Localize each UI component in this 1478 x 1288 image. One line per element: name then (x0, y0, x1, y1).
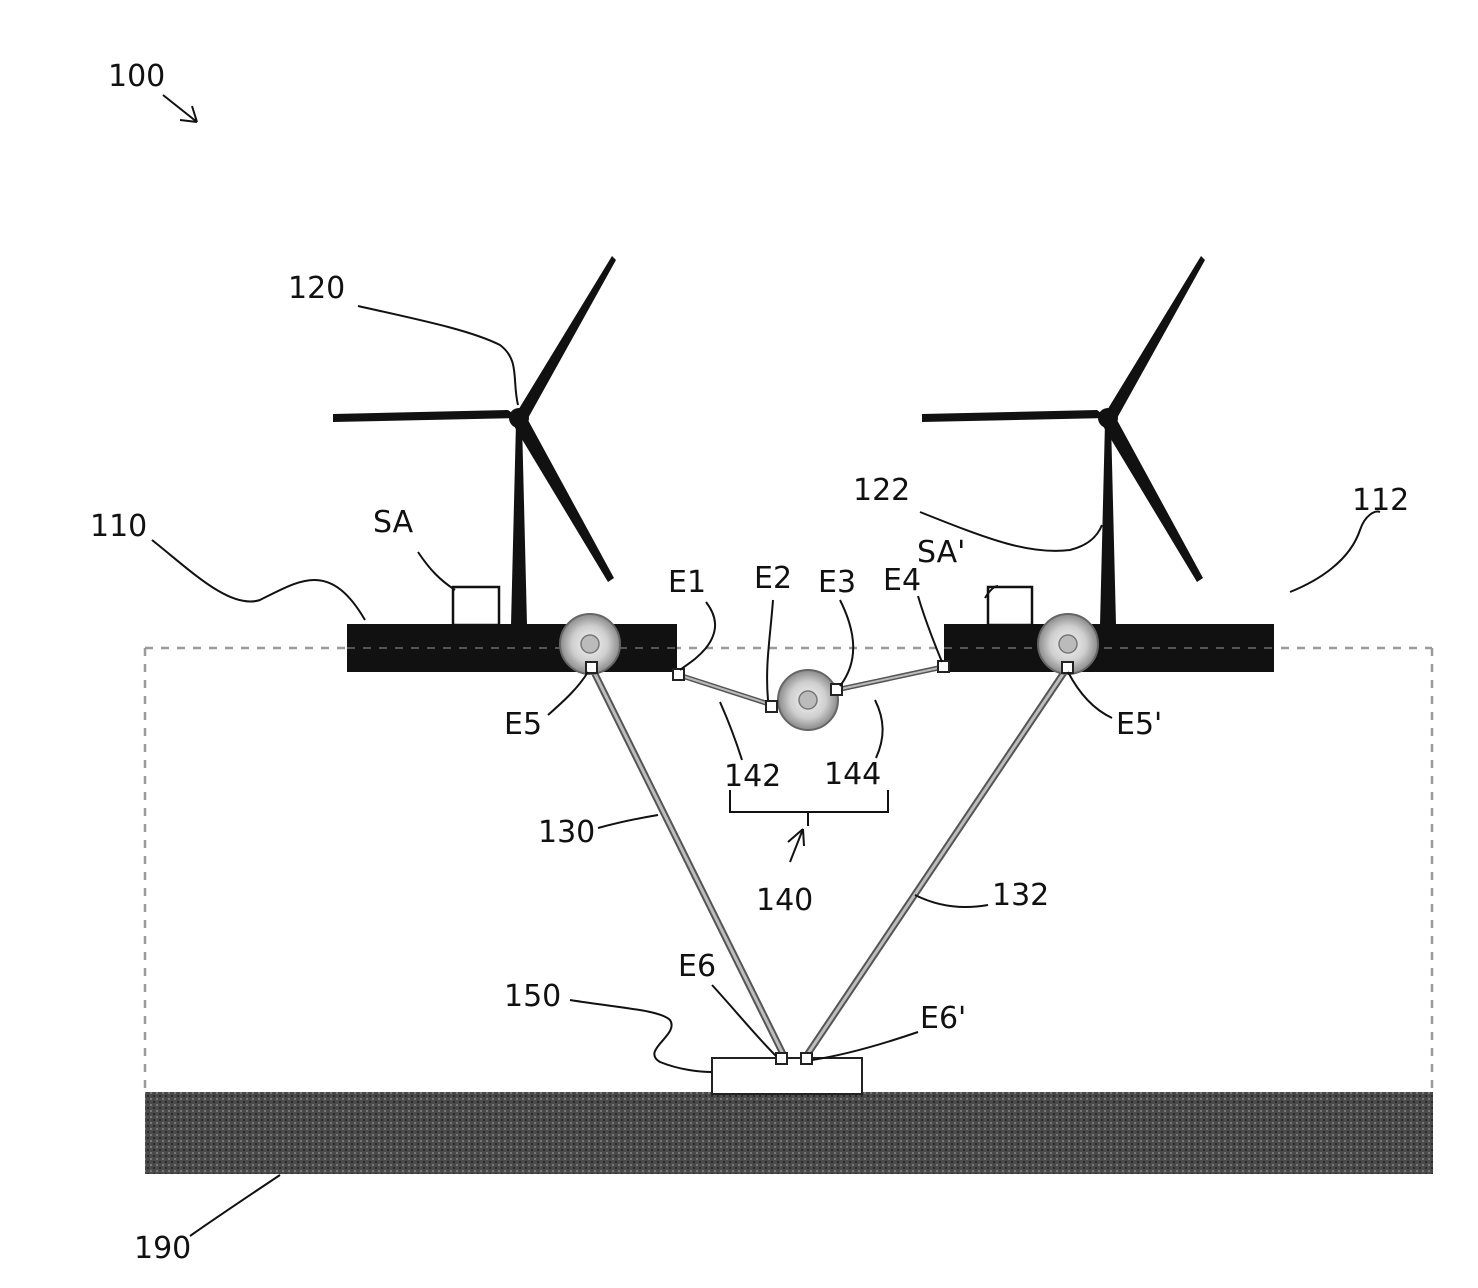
mooring-line-left (592, 668, 785, 1058)
label-cable-segment-right: 144 (824, 757, 881, 792)
label-e5-right: E5' (1116, 707, 1162, 742)
mooring-line-right (805, 668, 1067, 1058)
label-power-cable-assembly: 140 (756, 883, 813, 918)
connector-e1-mark (673, 669, 684, 680)
label-subsea-node: 150 (504, 979, 561, 1014)
seabed (145, 1092, 1433, 1174)
label-e6: E6 (678, 949, 716, 984)
label-turbine-right: 122 (853, 473, 910, 508)
substation-right-box (988, 587, 1032, 625)
connector-e6-mark (776, 1053, 787, 1064)
connector-e6-right-mark (801, 1053, 812, 1064)
connector-e4-mark (938, 661, 949, 672)
power-cable-assembly (679, 667, 943, 730)
wind-turbine-left (333, 256, 616, 625)
label-ref: 100 (108, 59, 165, 94)
label-platform-right: 112 (1352, 483, 1409, 518)
label-seabed: 190 (134, 1231, 191, 1266)
substation-left-box (453, 587, 499, 625)
label-e1: E1 (668, 565, 706, 600)
connector-e5-right-mark (1062, 662, 1073, 673)
label-e6-right: E6' (920, 1001, 966, 1036)
label-cable-segment-left: 142 (724, 759, 781, 794)
label-e4: E4 (883, 563, 921, 598)
label-e5: E5 (504, 707, 542, 742)
label-mooring-left: 130 (538, 815, 595, 850)
label-mooring-right: 132 (992, 878, 1049, 913)
connector-e2-mark (766, 701, 777, 712)
label-e3: E3 (818, 565, 856, 600)
label-substation-right: SA' (917, 535, 965, 570)
label-platform-left: 110 (90, 509, 147, 544)
label-turbine-left: 120 (288, 271, 345, 306)
connector-e5-mark (586, 662, 597, 673)
label-e2: E2 (754, 561, 792, 596)
label-substation-left: SA (373, 505, 414, 540)
